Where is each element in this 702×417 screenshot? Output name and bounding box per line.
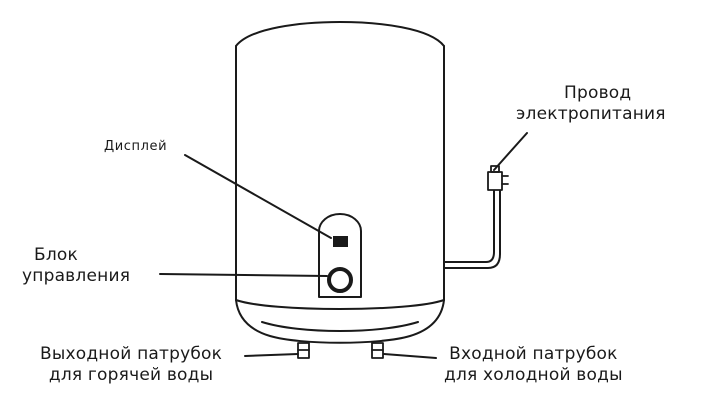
power-cord-label-line-1: Провод [564,83,632,103]
control-knob-icon [327,267,353,293]
plug-icon [487,165,509,191]
power-cord-label: Провод электропитания [516,83,666,124]
hot-outlet-leader-line [244,353,299,357]
cold-inlet-label-line-1: Входной патрубок [449,344,618,364]
tank-body [235,21,445,344]
hot-water-pipe [297,342,310,359]
cold-inlet-label: Входной патрубок для холодной воды [444,344,623,385]
display-label: Дисплей [104,139,168,154]
hot-outlet-label-line-1: Выходной патрубок [40,344,223,364]
display-leader-line [184,154,332,239]
cold-inlet-leader-line [383,353,437,359]
control-unit-label: Блок управления [22,245,130,286]
control-unit-label-line-2: управления [22,265,131,286]
control-panel [318,213,362,298]
cold-water-pipe [371,342,384,359]
hot-outlet-label: Выходной патрубок для горячей воды [40,344,222,385]
power-cord [443,189,501,269]
control-unit-leader-line [159,273,328,277]
power-cord-label-line-2: электропитания [516,103,666,124]
hot-outlet-label-line-2: для горячей воды [48,364,214,385]
display-icon [333,236,348,247]
control-unit-label-line-1: Блок [34,245,78,265]
cold-inlet-label-line-2: для холодной воды [444,364,623,385]
power-cord-leader-line [493,132,528,171]
